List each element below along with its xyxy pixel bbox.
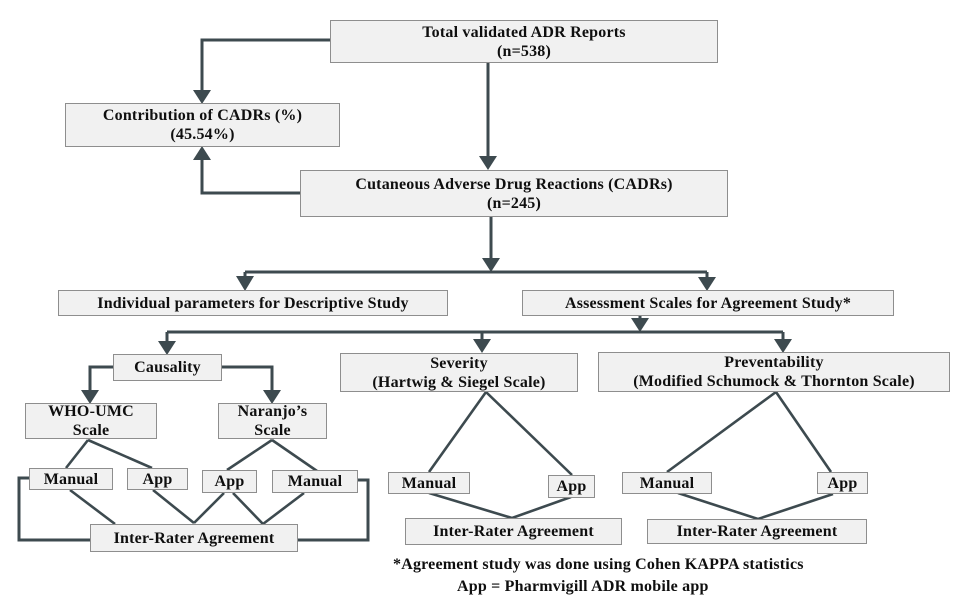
- node-sublabel: (Modified Schumock & Thornton Scale): [633, 373, 915, 390]
- node-label: App: [214, 473, 245, 490]
- node-label: Preventability: [724, 354, 824, 371]
- connector-cadrs-to-contribution: [200, 160, 300, 195]
- node-sublabel: (n=538): [496, 42, 552, 60]
- arrowhead-down: [473, 339, 491, 353]
- connector-causality-to-whoumc: [88, 365, 113, 390]
- connector-manual-ira: [677, 491, 759, 521]
- connector-manual-ira: [428, 491, 513, 520]
- node-label: Manual: [287, 473, 343, 490]
- node-app-preventability: App: [817, 472, 868, 494]
- footnote-kappa: *Agreement study was done using Cohen KA…: [393, 556, 804, 573]
- connector-preventability-manual: [666, 390, 777, 474]
- node-cadrs: Cutaneous Adverse Drug Reactions (CADRs)…: [300, 170, 728, 217]
- connector-severity-manual: [427, 391, 488, 473]
- connector-naranjo-manual: [271, 438, 318, 473]
- node-sublabel: (45.54%): [170, 126, 235, 143]
- node-label: Contribution of CADRs (%): [102, 107, 303, 124]
- connector-manual-ira: [262, 491, 305, 526]
- node-label: Cutaneous Adverse Drug Reactions (CADRs): [355, 175, 673, 193]
- node-manual-naranjo: Manual: [272, 470, 358, 493]
- node-label: App: [827, 474, 858, 492]
- connector-app-ira: [757, 492, 834, 521]
- connector-naranjo-app: [226, 438, 273, 472]
- arrowhead-up: [193, 146, 211, 160]
- node-label: Inter-Rater Agreement: [676, 523, 838, 540]
- connector-app-ira: [232, 492, 264, 525]
- node-app-whoumc: App: [127, 468, 188, 490]
- node-label: Manual: [639, 474, 695, 492]
- node-label: Causality: [134, 359, 201, 376]
- node-severity: Severity (Hartwig & Siegel Scale): [340, 353, 578, 392]
- node-total-adr-reports: Total validated ADR Reports (n=538): [330, 20, 718, 63]
- connector-severity-app: [485, 391, 573, 476]
- arrowhead-down: [698, 277, 716, 291]
- arrowhead-down: [158, 341, 176, 355]
- node-label: Inter-Rater Agreement: [433, 523, 594, 540]
- bracket-left: [17, 476, 90, 542]
- arrowhead-down: [193, 90, 211, 104]
- connector-whoumc-app: [87, 438, 153, 470]
- arrowhead-down: [236, 276, 254, 291]
- node-descriptive-study: Individual parameters for Descriptive St…: [58, 290, 448, 316]
- node-label: WHO-UMC: [48, 403, 134, 420]
- node-label: Naranjo’s: [237, 403, 308, 420]
- node-sublabel: (n=245): [486, 194, 542, 212]
- arrowhead-down: [479, 156, 497, 170]
- node-label: App: [556, 478, 587, 495]
- node-sublabel: Scale: [72, 422, 110, 439]
- connector-whoumc-manual: [64, 439, 90, 469]
- node-label: Assessment Scales for Agreement Study*: [564, 294, 852, 312]
- node-app-naranjo: App: [202, 470, 257, 493]
- node-inter-rater-agreement-preventability: Inter-Rater Agreement: [647, 519, 867, 544]
- connector-manual-ira: [69, 488, 116, 526]
- connector-causality-to-naranjo: [222, 365, 274, 390]
- node-whoumc-scale: WHO-UMC Scale: [25, 403, 157, 439]
- footnote-app-definition: App = Pharmvigill ADR mobile app: [457, 578, 709, 595]
- node-manual-preventability: Manual: [622, 472, 712, 494]
- node-sublabel: Scale: [254, 422, 291, 439]
- node-label: Manual: [401, 474, 457, 492]
- connector-total-to-contribution: [200, 38, 330, 92]
- node-inter-rater-agreement-severity: Inter-Rater Agreement: [405, 518, 622, 545]
- node-label: Total validated ADR Reports: [422, 23, 626, 41]
- node-preventability: Preventability (Modified Schumock & Thor…: [598, 352, 950, 392]
- node-manual-severity: Manual: [388, 472, 470, 494]
- node-sublabel: (Hartwig & Siegel Scale): [372, 373, 546, 391]
- node-manual-whoumc: Manual: [29, 468, 113, 490]
- connector-preventability-app: [774, 391, 833, 473]
- node-contribution-cadrs: Contribution of CADRs (%) (45.54%): [65, 103, 340, 147]
- node-agreement-study: Assessment Scales for Agreement Study*: [522, 290, 894, 316]
- node-naranjo-scale: Naranjo’s Scale: [218, 403, 327, 439]
- connector-app-ira: [193, 492, 225, 524]
- arrowhead-down: [631, 318, 649, 332]
- node-label: App: [142, 470, 173, 488]
- arrowhead-down: [81, 390, 99, 404]
- node-causality: Causality: [113, 354, 222, 381]
- node-app-severity: App: [548, 475, 595, 498]
- node-label: Inter-Rater Agreement: [113, 529, 275, 547]
- node-label: Severity: [430, 354, 488, 372]
- node-label: Manual: [43, 470, 99, 488]
- node-label: Individual parameters for Descriptive St…: [97, 294, 409, 312]
- bracket-right: [298, 478, 370, 542]
- arrowhead-down: [482, 258, 500, 272]
- connector-app-ira: [511, 495, 572, 520]
- node-inter-rater-agreement-causality: Inter-Rater Agreement: [90, 524, 298, 552]
- arrowhead-down: [774, 339, 792, 353]
- connector-app-ira: [152, 488, 195, 525]
- arrowhead-down: [263, 390, 281, 404]
